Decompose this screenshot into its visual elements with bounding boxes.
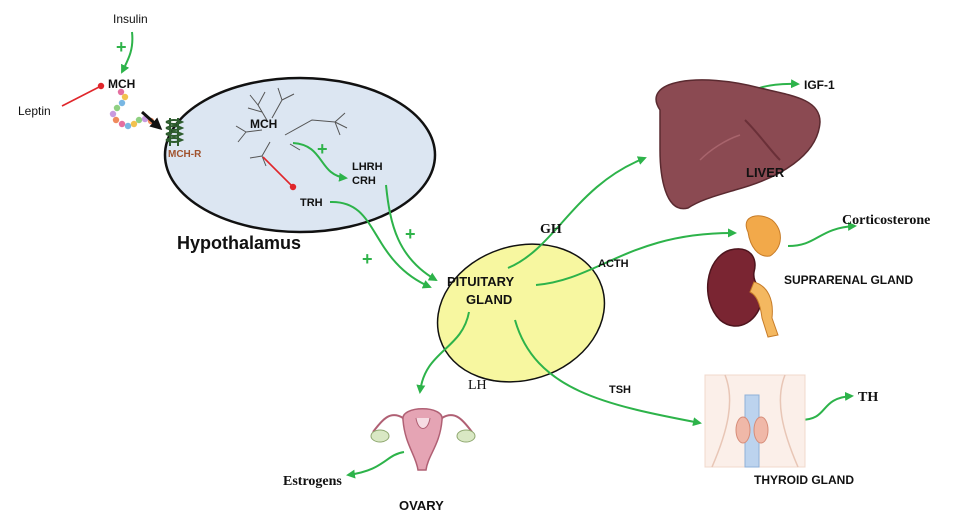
- insulin-label: Insulin: [113, 12, 148, 26]
- corticosterone-label: Corticosterone: [842, 213, 930, 228]
- trh-label: TRH: [300, 197, 323, 209]
- mch-peptide-label: MCH: [108, 77, 135, 91]
- gh-arrow: [507, 156, 647, 269]
- crh-label: CRH: [352, 175, 376, 187]
- gh-label: GH: [540, 222, 562, 237]
- tsh-arrow: [514, 319, 702, 427]
- mch-r-label: MCH-R: [168, 149, 202, 160]
- lhrh-label: LHRH: [352, 161, 383, 173]
- thyroid-neck-illustration: [704, 374, 806, 468]
- lh-arrow: [416, 311, 470, 394]
- pituitary-gland-region: [436, 243, 606, 383]
- lh-label: LH: [468, 378, 487, 393]
- liver-illustration: [655, 79, 821, 210]
- crh-pituitary-plus-sign: +: [405, 224, 416, 244]
- th-label: TH: [858, 390, 878, 405]
- receptor-coil-icon: [165, 118, 185, 146]
- estrogens-arrow: [346, 451, 405, 479]
- leptin-inhibit-line: [61, 85, 102, 107]
- ovary-label: OVARY: [399, 498, 444, 513]
- mch-inhibit-trh-dot: [289, 183, 297, 191]
- thyroid-gland-label: THYROID GLAND: [754, 473, 854, 487]
- peptide-chain-icon: [109, 88, 155, 130]
- insulin-arrow: [121, 31, 134, 74]
- mch-neuron-label: MCH: [250, 117, 277, 131]
- liver-label: LIVER: [746, 165, 785, 180]
- trh-to-pituitary-arrow: [329, 200, 432, 289]
- acth-label: ACTH: [598, 258, 629, 270]
- th-arrow: [799, 391, 854, 421]
- pituitary-label-line1: PITUITARY: [447, 274, 514, 289]
- acth-arrow: [535, 228, 737, 286]
- kidney-adrenal-illustration: [706, 215, 781, 338]
- mch-inhibit-trh-line: [262, 156, 294, 188]
- suprarenal-gland-label: SUPRARENAL GLAND: [784, 273, 913, 287]
- estrogens-label: Estrogens: [283, 474, 342, 489]
- crh-to-pituitary-arrow: [385, 184, 438, 282]
- leptin-inhibit-dot: [97, 82, 105, 90]
- igf1-label: IGF-1: [804, 78, 835, 92]
- trh-pituitary-plus-sign: +: [362, 249, 373, 269]
- insulin-plus-sign: +: [116, 37, 127, 57]
- mch-to-receptor-arrow: [141, 110, 163, 130]
- pituitary-label-line2: GLAND: [466, 292, 512, 307]
- mch-to-lhrh-arrow: [292, 142, 348, 182]
- leptin-label: Leptin: [18, 104, 51, 118]
- uterus-ovary-illustration: [370, 408, 476, 471]
- hypothalamus-region: [163, 76, 437, 234]
- hypothalamus-title: Hypothalamus: [177, 233, 301, 253]
- tsh-label: TSH: [609, 384, 631, 396]
- mch-lhrh-plus-sign: +: [317, 139, 328, 159]
- corticosterone-arrow: [787, 221, 857, 247]
